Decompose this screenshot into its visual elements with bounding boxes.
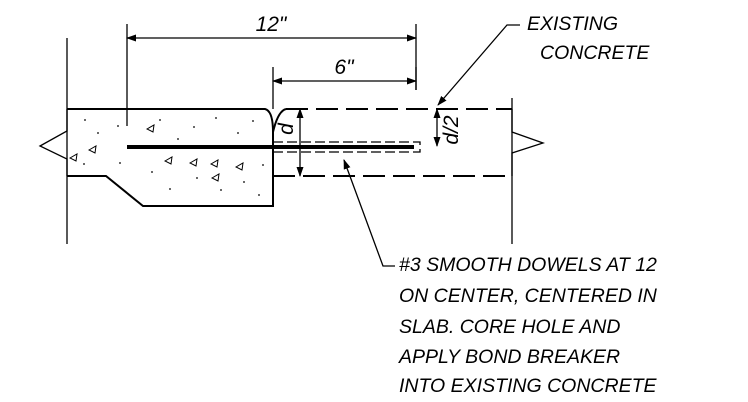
dowel-note-line2: ON CENTER, CENTERED IN [399,285,658,307]
existing-label-line1: EXISTING [527,13,618,35]
dowel-note-line4: APPLY BOND BREAKER [398,346,620,368]
dowel-note-line3: SLAB. CORE HOLE AND [399,316,620,338]
core-hole [272,141,421,153]
dim-half-d-label: d/2 [440,115,463,145]
existing-slab [272,108,512,177]
dowel-note-line1: #3 SMOOTH DOWELS AT 12 [399,254,657,276]
dim-12in-label: 12" [256,13,288,36]
dowel-leader [343,159,395,267]
aggregate-triangles [68,124,244,182]
new-concrete-patch [67,108,274,207]
dim-6in-label: 6" [334,56,355,79]
dim-d-label: d [275,122,298,135]
aggregate-hatch [83,117,264,196]
dim-12in [126,24,417,126]
existing-label-line2: CONCRETE [540,42,650,64]
existing-leader [437,24,520,106]
break-lines [38,109,546,176]
dowel-note-line5: INTO EXISTING CONCRETE [399,375,657,397]
dim-6in [272,67,417,109]
